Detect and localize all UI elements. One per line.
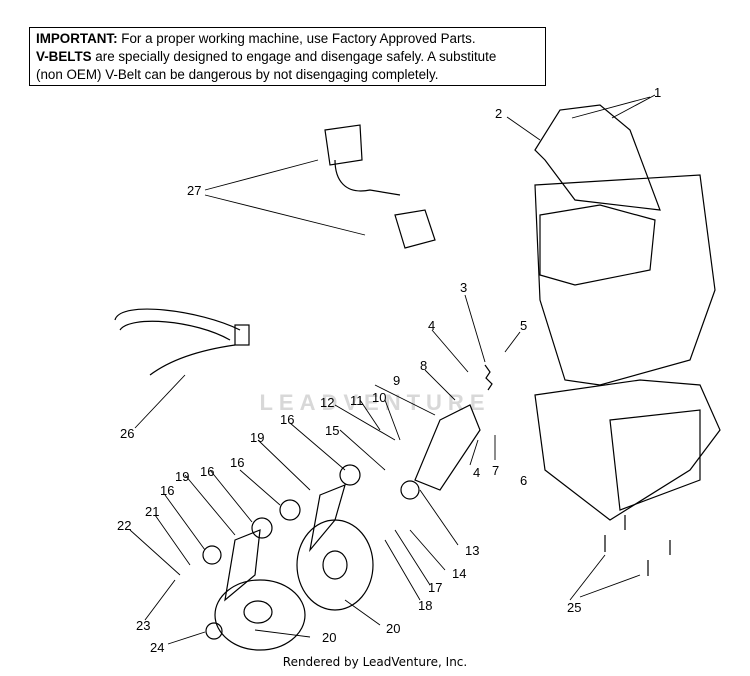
washer-16c — [251, 517, 273, 539]
engine-block — [534, 174, 716, 386]
callout-24: 24 — [150, 640, 164, 655]
callout-27: 27 — [187, 183, 201, 198]
callout-15: 15 — [325, 423, 339, 438]
washer-16b — [279, 499, 301, 521]
engine-top — [539, 204, 656, 286]
arm-19b — [224, 529, 261, 602]
frame-plate — [534, 379, 721, 521]
callout-13: 13 — [465, 543, 479, 558]
callout-14: 14 — [452, 566, 466, 581]
plug-26 — [234, 324, 250, 346]
callout-19b: 19 — [175, 469, 189, 484]
callout-12: 12 — [320, 395, 334, 410]
chute-part — [534, 104, 661, 211]
nut-24 — [205, 622, 223, 640]
callout-22: 22 — [117, 518, 131, 533]
washer-16d — [202, 545, 222, 565]
callout-19a: 19 — [250, 430, 264, 445]
idler-arm-9 — [414, 404, 481, 491]
callout-4a: 4 — [428, 318, 435, 333]
notice-line-3: (non OEM) V-Belt can be dangerous by not… — [36, 67, 439, 82]
switch-27 — [394, 209, 436, 249]
callout-10: 10 — [372, 390, 386, 405]
pulley-20b — [214, 579, 306, 651]
callout-16d: 16 — [160, 483, 174, 498]
vbelts-text: are specially designed to engage and dis… — [91, 49, 497, 64]
callout-16b: 16 — [230, 455, 244, 470]
callout-9: 9 — [393, 373, 400, 388]
footer-credit: Rendered by LeadVenture, Inc. — [282, 655, 468, 669]
callout-11: 11 — [350, 393, 364, 408]
vbelts-label: V-BELTS — [36, 49, 92, 64]
frame-plate-lower — [609, 409, 701, 511]
callout-17: 17 — [428, 580, 442, 595]
pulley-20a-hub — [322, 550, 348, 580]
pulley-20b-hub — [243, 600, 273, 624]
callout-5: 5 — [520, 318, 527, 333]
callout-18: 18 — [418, 598, 432, 613]
callout-7: 7 — [492, 463, 499, 478]
harness-wire — [334, 159, 401, 196]
callout-25: 25 — [567, 600, 581, 615]
callout-23: 23 — [136, 618, 150, 633]
callout-20b: 20 — [386, 621, 400, 636]
callout-16c: 16 — [200, 464, 214, 479]
callout-8: 8 — [420, 358, 427, 373]
important-label: IMPORTANT: — [36, 31, 118, 46]
callout-1: 1 — [654, 85, 661, 100]
important-notice: IMPORTANT: For a proper working machine,… — [29, 27, 546, 86]
cord-26 — [114, 308, 241, 376]
washer-16a — [339, 464, 361, 486]
pulley-20a — [296, 519, 374, 611]
arm-19a — [309, 483, 346, 553]
callout-3: 3 — [460, 280, 467, 295]
callout-4b: 4 — [473, 465, 480, 480]
callout-26: 26 — [120, 426, 134, 441]
watermark: LEADVENTURE — [259, 390, 491, 415]
spring-3 — [484, 364, 493, 391]
callout-6: 6 — [520, 473, 527, 488]
bracket-27 — [324, 124, 363, 166]
pulley-13 — [400, 480, 420, 500]
callout-20a: 20 — [322, 630, 336, 645]
callout-2: 2 — [495, 106, 502, 121]
important-text: For a proper working machine, use Factor… — [117, 31, 476, 46]
callout-21: 21 — [145, 504, 159, 519]
callout-16a: 16 — [280, 412, 294, 427]
